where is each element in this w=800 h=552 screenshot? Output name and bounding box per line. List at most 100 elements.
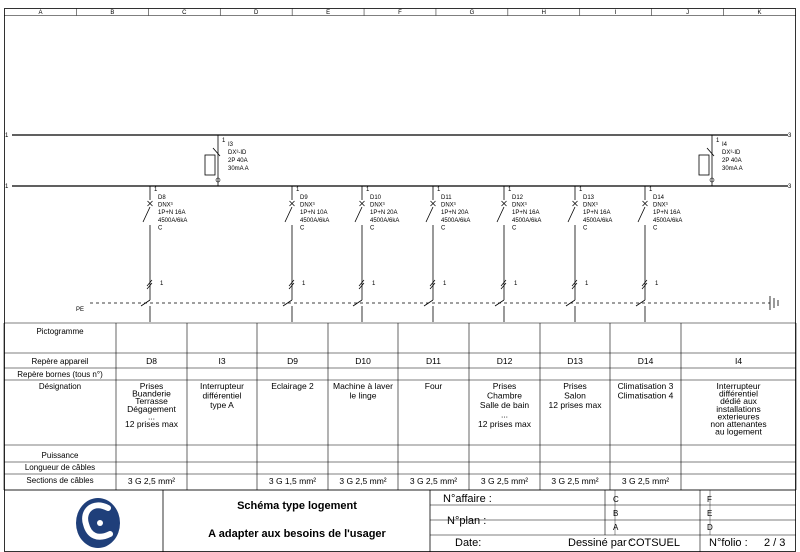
i3-spec: I3 DX³-ID 2P 40A 30mA A — [228, 142, 249, 172]
pe-label: PE — [76, 307, 84, 313]
repere-cell: D9 — [287, 356, 298, 366]
column-letter: A — [38, 10, 42, 16]
pole-label: 1 — [649, 187, 653, 193]
i3-pole: 1 — [222, 138, 226, 144]
pole-label: 1 — [366, 187, 370, 193]
drawing-frame — [4, 8, 796, 552]
row-label-designation: Désignation — [39, 382, 81, 391]
section-cell: 3 G 2,5 mm² — [339, 476, 386, 486]
pole-label: 1 — [437, 187, 441, 193]
pole-label: 1 — [302, 281, 306, 287]
folio-value: 2 / 3 — [764, 537, 785, 549]
rev-b: B — [613, 509, 618, 518]
section-cell: 3 G 2,5 mm² — [622, 476, 669, 486]
rev-e: E — [707, 509, 712, 518]
repere-cell: I4 — [735, 356, 742, 366]
folio-label: N°folio : — [709, 537, 748, 549]
repere-cell: D10 — [355, 356, 371, 366]
column-letter: D — [254, 10, 259, 16]
circuit-table-grid — [3, 322, 797, 491]
section-cell: 3 G 2,5 mm² — [551, 476, 598, 486]
row-label-puissance: Puissance — [42, 451, 79, 460]
column-letter: K — [758, 10, 762, 16]
column-letter: E — [326, 10, 330, 16]
section-cell: 3 G 1,5 mm² — [269, 476, 316, 486]
column-letter: F — [398, 10, 402, 16]
row-label-pictogramme: Pictogramme — [36, 327, 84, 336]
bus2-right-marker: 3 — [788, 184, 792, 190]
rev-d: D — [707, 523, 713, 532]
column-letter: G — [470, 10, 475, 16]
row-label-repere-appareil: Repère appareil — [32, 357, 89, 366]
pole-label: 1 — [655, 281, 659, 287]
section-cell: 3 G 2,5 mm² — [128, 476, 175, 486]
bus-lines — [12, 134, 788, 187]
date-label: Date: — [455, 537, 481, 549]
affaire-label: N°affaire : — [443, 493, 492, 505]
pole-label: 1 — [514, 281, 518, 287]
table-row-labels: Pictogramme Repère appareil Repère borne… — [17, 327, 103, 485]
pole-label: 1 — [585, 281, 589, 287]
pole-label: 1 — [296, 187, 300, 193]
rev-c: C — [613, 495, 619, 504]
section-cell: 3 G 2,5 mm² — [410, 476, 457, 486]
column-letter: C — [182, 10, 187, 16]
i4-pole: 1 — [716, 138, 720, 144]
repere-cell: D13 — [567, 356, 583, 366]
column-letter: I — [615, 10, 617, 16]
rev-f: F — [707, 495, 712, 504]
pole-label: 1 — [154, 187, 158, 193]
main-differential-i4 — [698, 135, 715, 186]
row-label-longueur: Longueur de câbles — [25, 463, 95, 472]
ground-symbol — [769, 296, 779, 310]
title-line-1: Schéma type logement — [237, 500, 357, 512]
section-cell: 3 G 2,5 mm² — [481, 476, 528, 486]
bus2-left-marker: 1 — [5, 184, 9, 190]
title-block — [4, 489, 796, 552]
pole-label: 1 — [579, 187, 583, 193]
pole-label: 1 — [443, 281, 447, 287]
repere-cell: D8 — [146, 356, 157, 366]
designation-cell: Four — [425, 381, 443, 391]
repere-cell: D12 — [497, 356, 513, 366]
pole-label: 1 — [160, 281, 164, 287]
title-line-2: A adapter aux besoins de l'usager — [208, 528, 386, 540]
main-differential-i3 — [204, 135, 221, 186]
repere-cell: D14 — [638, 356, 654, 366]
plan-label: N°plan : — [447, 515, 486, 527]
pole-label: 1 — [508, 187, 512, 193]
column-letter: H — [542, 10, 546, 16]
dessine-value: COTSUEL — [628, 537, 680, 549]
designation-cell: Eclairage 2 — [271, 381, 314, 391]
bus1-left-marker: 1 — [5, 133, 9, 139]
row-label-repere-bornes: Repère bornes (tous n°) — [17, 370, 103, 379]
row-label-sections: Sections de câbles — [26, 476, 93, 485]
pole-label: 1 — [372, 281, 376, 287]
i4-spec: I4 DX³-ID 2P 40A 30mA A — [722, 142, 743, 172]
bus1-right-marker: 3 — [788, 133, 792, 139]
company-logo — [76, 498, 120, 548]
repere-cell: D11 — [426, 356, 441, 366]
